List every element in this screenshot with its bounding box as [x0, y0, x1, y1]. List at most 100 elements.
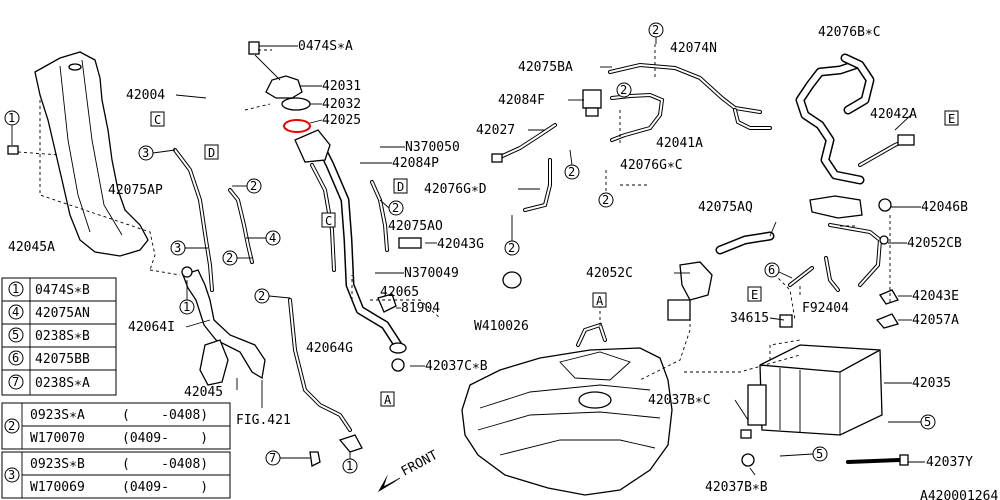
callout-2h: 2: [564, 149, 580, 180]
ref-box-E-top: E: [944, 110, 959, 126]
label-42075AQ: 42075AQ: [698, 200, 753, 215]
label-42004: 42004: [126, 88, 165, 103]
label-42045: 42045: [184, 385, 223, 400]
pipe-42075AP: [173, 148, 214, 292]
ref-box-C-left: C: [150, 111, 165, 127]
label-42057A: 42057A: [912, 313, 959, 328]
label-42076GD: 42076G∗D: [424, 182, 487, 197]
label-42027: 42027: [476, 123, 515, 138]
hose-42052CB: [824, 223, 889, 292]
label-N370050: N370050: [405, 140, 460, 155]
label-42037BC: 42037B∗C: [648, 393, 711, 408]
label-42045A: 42045A: [8, 240, 55, 255]
legend-part-6: 42075BB: [35, 352, 90, 367]
label-42075AP: 42075AP: [108, 183, 163, 198]
callout-2i: 2: [598, 192, 614, 208]
clip-81904: [377, 293, 397, 313]
callout-4: 4: [246, 230, 281, 246]
tube-42074N: [608, 62, 772, 130]
svg-text:5: 5: [816, 447, 823, 461]
hose-42075AQ: [715, 231, 775, 255]
svg-text:4: 4: [12, 305, 19, 319]
callout-2a: 2: [232, 178, 262, 194]
svg-text:3: 3: [8, 468, 15, 482]
legend-part-2a: 0923S∗A: [30, 408, 85, 423]
label-W410026: W410026: [474, 319, 529, 334]
label-42043G: 42043G: [437, 237, 484, 252]
svg-text:2: 2: [392, 201, 399, 215]
fastener-42057A: [875, 313, 899, 329]
bolt-42037Y: [846, 454, 909, 466]
label-42041A: 42041A: [656, 136, 703, 151]
bracket-42064I: [181, 266, 266, 386]
svg-text:2: 2: [258, 289, 265, 303]
svg-text:7: 7: [12, 375, 19, 389]
label-81904: 81904: [401, 301, 440, 316]
canister-42035: [747, 344, 883, 436]
label-34615: 34615: [730, 311, 769, 326]
svg-text:3: 3: [142, 146, 149, 160]
label-42035: 42035: [912, 376, 951, 391]
bracket-42046B: [809, 195, 892, 219]
label-42064G: 42064G: [306, 341, 353, 356]
svg-text:2: 2: [568, 165, 575, 179]
pipe-42075AN: [228, 188, 254, 264]
hose-42076GD: [523, 158, 552, 212]
callout-5a: 5: [888, 414, 936, 430]
label-42064I: 42064I: [128, 320, 175, 335]
ref-box-D-mid: D: [393, 178, 408, 194]
label-0474SA: 0474S∗A: [298, 39, 353, 54]
svg-text:C: C: [325, 214, 332, 228]
callout-2b: 2: [222, 250, 252, 266]
ref-box-A-mid: A: [380, 391, 395, 407]
svg-text:2: 2: [8, 419, 15, 433]
label-42084P: 42084P: [392, 156, 439, 171]
ref-box-D-left: D: [204, 144, 219, 160]
svg-text:4: 4: [269, 231, 276, 245]
legend-range-2a: ( -0408): [122, 408, 208, 423]
grommet-W410026: [502, 271, 522, 289]
label-42037CB: 42037C∗B: [425, 359, 488, 374]
label-FIG421: FIG.421: [236, 413, 291, 428]
callout-2d: 2: [379, 199, 404, 216]
label-42075AO: 42075AO: [388, 219, 443, 234]
legend-range-2b: (0409- ): [122, 431, 208, 446]
ref-box-A-tank: A: [592, 292, 607, 308]
leader-lines: [175, 45, 925, 476]
legend-range-3a: ( -0408): [122, 457, 208, 472]
hose-42075BB: [788, 266, 814, 287]
svg-text:1: 1: [12, 282, 19, 296]
callout-5b: 5: [779, 446, 828, 462]
label-42031: 42031: [322, 79, 361, 94]
legend-part-3b: W170069: [30, 480, 85, 495]
label-42025: 42025: [322, 113, 361, 128]
legend-part-7: 0238S∗A: [35, 376, 90, 391]
callout-2c: 2: [254, 288, 291, 304]
callout-6: 6: [764, 262, 793, 279]
svg-text:D: D: [208, 146, 215, 160]
label-N370049: N370049: [404, 266, 459, 281]
legend-part-3a: 0923S∗B: [30, 457, 85, 472]
svg-text:5: 5: [924, 415, 931, 429]
label-F92404: F92404: [802, 301, 849, 316]
protector-42043G: [398, 237, 422, 249]
hose-42076BC: [795, 53, 875, 185]
svg-text:6: 6: [768, 263, 775, 277]
hose-42041A: [610, 92, 665, 142]
svg-text:3: 3: [174, 241, 181, 255]
dashed-guides: [39, 44, 891, 381]
svg-text:1: 1: [183, 300, 190, 314]
label-42084F: 42084F: [498, 93, 545, 108]
label-42074N: 42074N: [670, 41, 717, 56]
label-42037Y: 42037Y: [926, 455, 973, 470]
fastener-42043E: [879, 289, 899, 305]
svg-text:2: 2: [620, 83, 627, 97]
svg-text:2: 2: [226, 251, 233, 265]
label-42037BB: 42037B∗B: [705, 480, 768, 495]
label-42065: 42065: [380, 285, 419, 300]
legend-part-2b: W170070: [30, 431, 85, 446]
svg-text:6: 6: [12, 351, 19, 365]
svg-text:E: E: [948, 112, 955, 126]
callout-2g: 2: [616, 82, 632, 98]
